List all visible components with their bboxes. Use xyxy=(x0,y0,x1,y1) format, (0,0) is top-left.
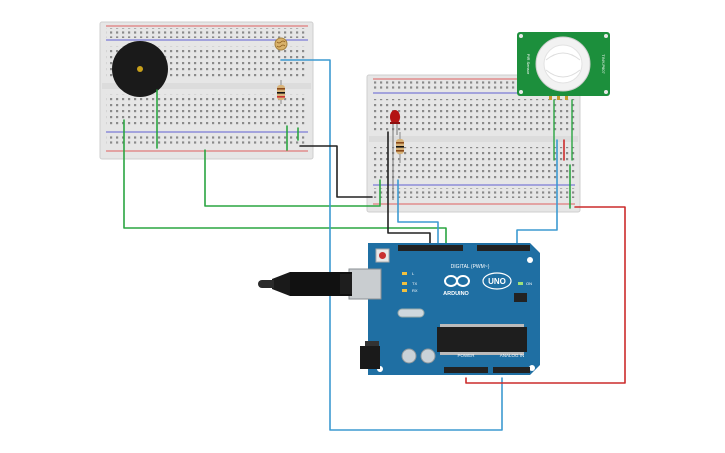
usb-socket xyxy=(348,268,382,300)
wire-blue-3[interactable] xyxy=(516,139,558,246)
atmega-chip xyxy=(437,327,527,352)
wire-green-2[interactable] xyxy=(204,149,381,207)
wires xyxy=(123,59,626,431)
arduino-uno-board[interactable]: DIGITAL (PWM~) ARDUINO UNO L TX RX xyxy=(348,243,540,375)
wire-black-2[interactable] xyxy=(387,131,431,246)
breadboard-right[interactable] xyxy=(366,74,581,213)
arduino-brand-label: ARDUINO xyxy=(443,291,469,297)
capacitors xyxy=(401,348,436,364)
pir-right-text: TINY-P607 xyxy=(601,54,606,74)
wire-blue-1[interactable] xyxy=(280,59,503,431)
arduino-logo: ARDUINO UNO xyxy=(443,272,512,297)
digital-header[interactable] xyxy=(477,245,530,251)
status-leds: L TX RX ON xyxy=(402,271,532,293)
power-jack[interactable] xyxy=(360,341,380,369)
photoresistor-icon[interactable] xyxy=(274,37,288,51)
led-label-on: ON xyxy=(526,281,532,286)
arduino-model-label: UNO xyxy=(488,277,506,286)
usb-plug-icon[interactable] xyxy=(258,272,352,296)
wire-blue-2[interactable] xyxy=(397,179,439,246)
digital-header[interactable] xyxy=(398,245,463,251)
piezo-buzzer-icon[interactable] xyxy=(112,41,168,97)
digital-header-label: DIGITAL (PWM~) xyxy=(451,264,490,270)
crystal xyxy=(397,308,425,318)
power-header[interactable] xyxy=(444,367,488,373)
pir-dome-icon xyxy=(535,36,591,92)
led-label-rx: RX xyxy=(412,288,418,293)
resistor-icon[interactable] xyxy=(396,132,404,163)
resistor-icon[interactable] xyxy=(277,80,285,104)
power-header-label: POWER xyxy=(457,353,475,358)
wire-red-2[interactable] xyxy=(465,206,626,384)
led-label-tx: TX xyxy=(412,281,417,286)
icsp-header xyxy=(514,293,527,302)
wire-black-1[interactable] xyxy=(299,145,373,198)
pir-sensor[interactable]: PIR Sensor TINY-P607 xyxy=(517,32,610,100)
analog-header-label: ANALOG IN xyxy=(500,353,525,358)
analog-header[interactable] xyxy=(493,367,530,373)
wire-green-1[interactable] xyxy=(123,119,447,246)
reset-button[interactable] xyxy=(375,248,390,263)
led-label-l: L xyxy=(412,271,415,276)
led-icon[interactable] xyxy=(390,110,400,200)
pir-left-text: PIR Sensor xyxy=(526,54,531,75)
